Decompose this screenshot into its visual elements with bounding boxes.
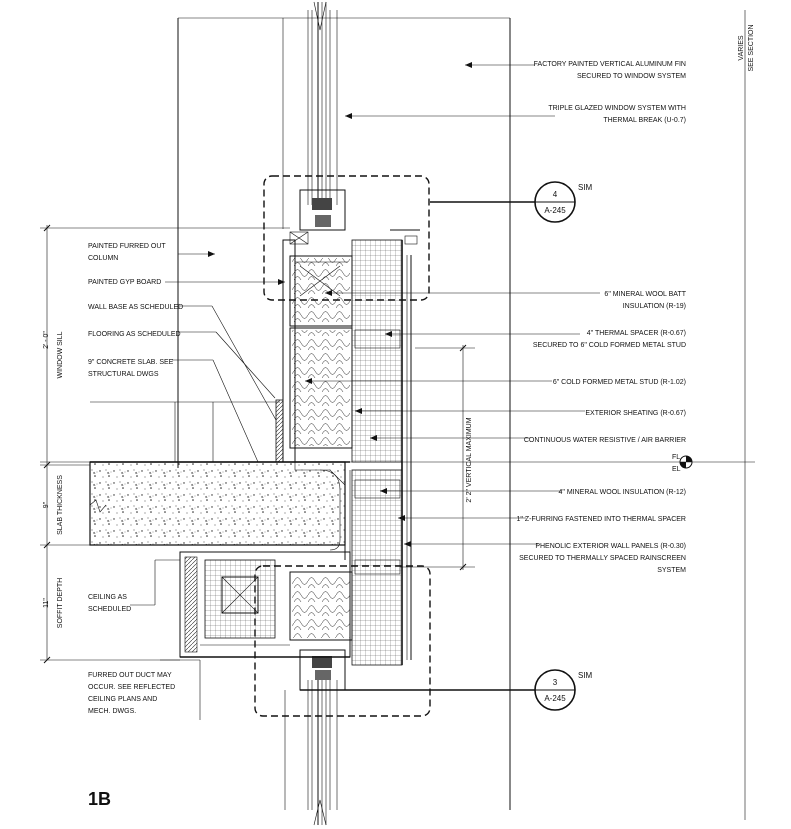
- note-glazing-2: THERMAL BREAK (U-0.7): [603, 117, 686, 124]
- note-batt-1: 6" MINERAL WOOL BATT: [604, 291, 686, 298]
- note-z-furring: 1" Z-FURRING FASTENED INTO THERMAL SPACE…: [517, 516, 686, 523]
- note-phenolic-3: SYSTEM: [657, 567, 686, 574]
- right-leaders: [305, 62, 600, 547]
- note-fin-2: SECURED TO WINDOW SYSTEM: [577, 73, 686, 80]
- dim-soffit-value: 11": [43, 598, 50, 608]
- note-ceiling-1: CEILING AS: [88, 594, 127, 601]
- dim-slab-value: 9": [43, 501, 50, 508]
- elevation-marker: [40, 455, 755, 469]
- frame-lines: [90, 10, 746, 820]
- tag-upper-sheet: A-245: [544, 206, 566, 215]
- dim-varies-label: SEE SECTION: [748, 24, 755, 71]
- elevation-fl: FL: [672, 454, 680, 461]
- tag-lower-number: 3: [553, 678, 558, 687]
- note-phenolic-2: SECURED TO THERMALLY SPACED RAINSCREEN: [519, 555, 686, 562]
- note-duct-4: MECH. DWGS.: [88, 708, 136, 715]
- note-flooring: FLOORING AS SCHEDULED: [88, 331, 181, 338]
- note-furred-column-1: PAINTED FURRED OUT: [88, 243, 166, 250]
- vertical-max-dimension: [400, 344, 475, 571]
- note-fin-1: FACTORY PAINTED VERTICAL ALUMINUM FIN: [534, 61, 686, 68]
- left-dimensions: [40, 224, 290, 664]
- section-tag-lower: [300, 669, 576, 711]
- note-furred-column-2: COLUMN: [88, 255, 118, 262]
- note-duct-3: CEILING PLANS AND: [88, 696, 157, 703]
- elevation-el: EL: [672, 466, 681, 473]
- dim-window-sill-label: WINDOW SILL: [57, 331, 64, 378]
- detail-title: 1B: [88, 789, 111, 809]
- note-slab-1: 9" CONCRETE SLAB. SEE: [88, 359, 174, 366]
- note-air-barrier: CONTINUOUS WATER RESISTIVE / AIR BARRIER: [524, 437, 686, 444]
- tag-lower-sheet: A-245: [544, 694, 566, 703]
- note-glazing-1: TRIPLE GLAZED WINDOW SYSTEM WITH: [548, 105, 686, 112]
- section-tag-upper: [430, 181, 576, 223]
- note-slab-2: STRUCTURAL DWGS: [88, 371, 159, 378]
- note-duct-1: FURRED OUT DUCT MAY: [88, 672, 172, 679]
- detail-callouts: [254, 175, 431, 717]
- left-leaders: [130, 251, 285, 720]
- tag-lower-label: SIM: [578, 671, 593, 680]
- upper-wall-assembly: [275, 229, 420, 665]
- dim-window-sill-value: 2' - 0": [43, 331, 50, 349]
- dim-slab-label: SLAB THICKNESS: [57, 475, 64, 535]
- concrete-slab: [40, 461, 351, 560]
- soffit-assembly: [179, 469, 403, 666]
- note-spacer-2: SECURED TO 6" COLD FORMED METAL STUD: [533, 342, 686, 349]
- note-gyp-board: PAINTED GYP BOARD: [88, 279, 161, 286]
- note-wall-base: WALL BASE AS SCHEDULED: [88, 304, 183, 311]
- tag-upper-label: SIM: [578, 183, 593, 192]
- note-spacer-1: 4" THERMAL SPACER (R-0.67): [587, 330, 686, 337]
- dim-soffit-label: SOFFIT DEPTH: [57, 578, 64, 628]
- note-phenolic-1: PHENOLIC EXTERIOR WALL PANELS (R-0.30): [535, 543, 686, 550]
- dim-vertical-max: 2' 2" VERTICAL MAXIMUM: [466, 417, 473, 502]
- note-mineral-wool: 4" MINERAL WOOL INSULATION (R-12): [559, 489, 686, 496]
- note-sheathing: EXTERIOR SHEATING (R-0.67): [585, 410, 686, 417]
- tag-upper-number: 4: [553, 190, 558, 199]
- dim-varies-value: VARIES: [738, 35, 745, 60]
- note-ceiling-2: SCHEDULED: [88, 606, 131, 613]
- note-duct-2: OCCUR. SEE REFLECTED: [88, 684, 175, 691]
- note-batt-2: INSULATION (R-19): [623, 303, 686, 310]
- note-stud: 6" COLD FORMED METAL STUD (R-1.02): [553, 379, 686, 386]
